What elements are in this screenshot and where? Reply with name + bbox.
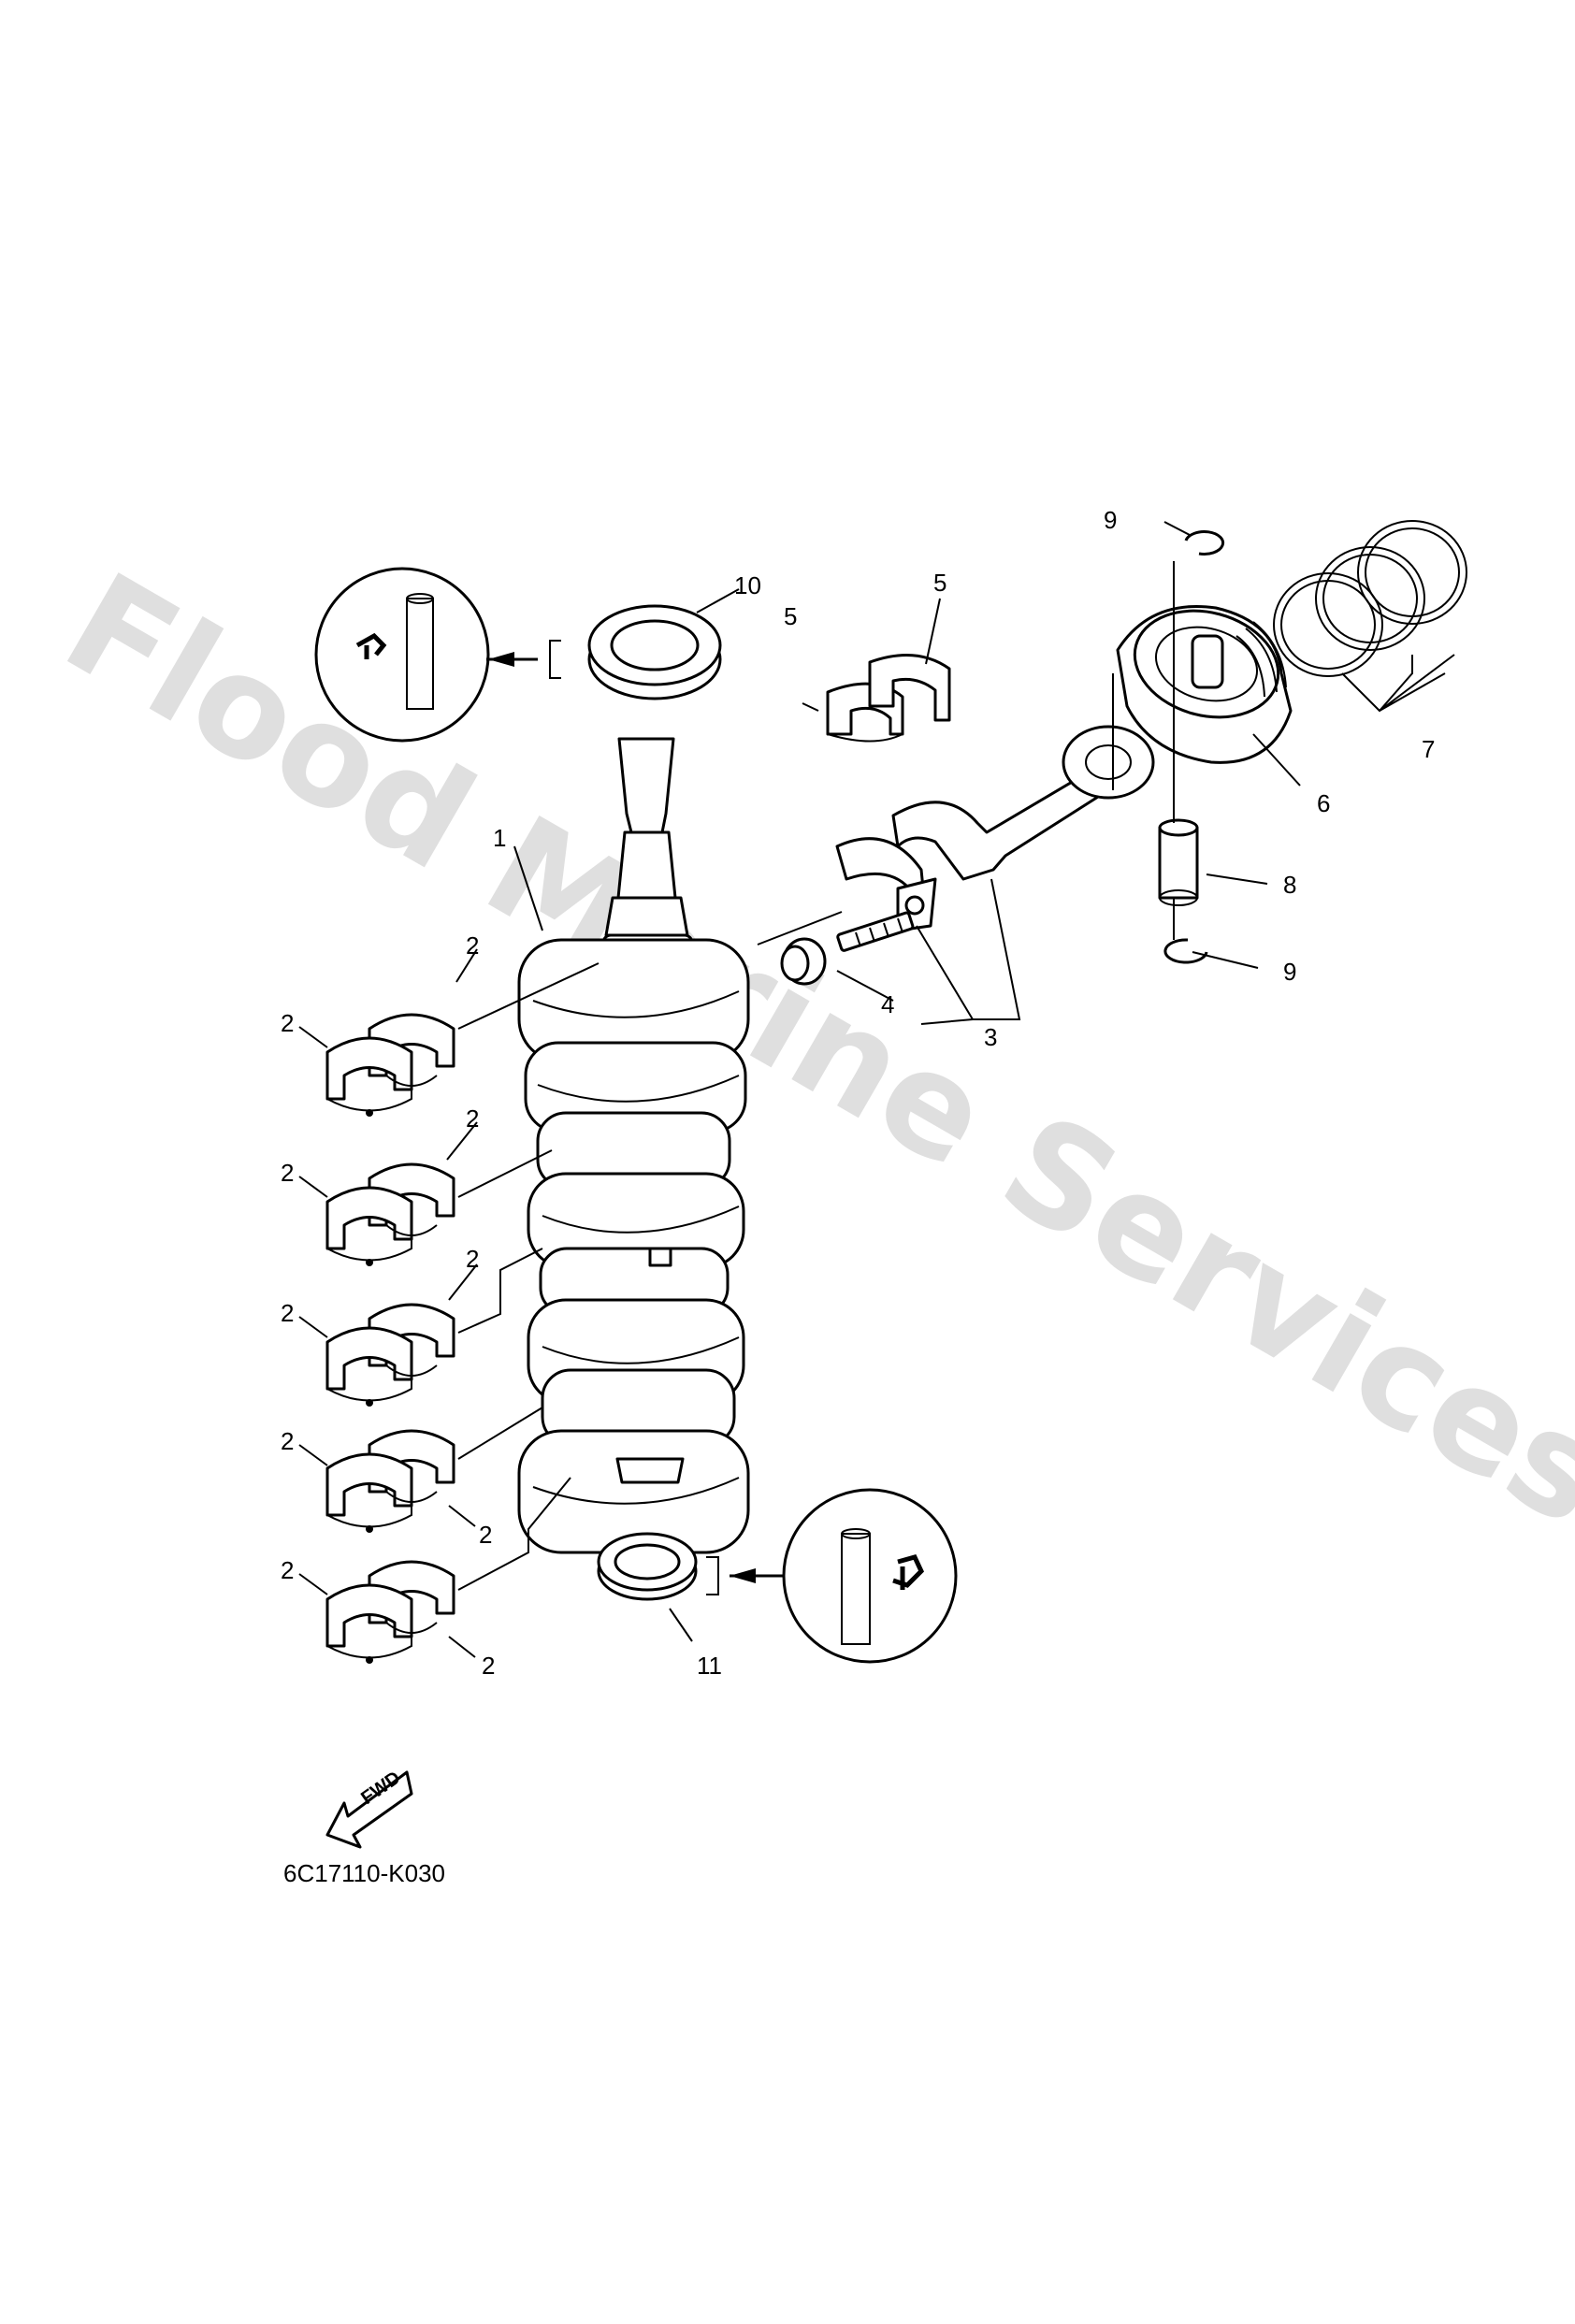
callout-6: 6 [1317,789,1330,817]
oil-seal-top-icon [587,604,722,700]
piston-pin-clip-bottom-icon [1163,938,1208,964]
detail-magnifier-bottom-icon [706,1488,958,1664]
callout-9-a: 9 [1104,506,1117,534]
callout-1: 1 [493,824,506,852]
watermark: Flood Marine Services [39,542,1575,1557]
piston-icon [1116,604,1293,764]
leader-lines [298,521,1455,1658]
callout-2-c: 2 [466,1104,479,1133]
fwd-arrow-icon: FWD [325,1768,413,1849]
callout-10: 10 [734,571,761,599]
main-bearing-icon-3 [325,1303,455,1408]
callout-3: 3 [984,1023,997,1051]
callout-9-b: 9 [1283,958,1296,986]
callout-2-g: 2 [281,1427,294,1455]
crankshaft-icon [517,737,750,1554]
callout-8: 8 [1283,871,1296,899]
main-bearing-icon-1 [325,1013,455,1119]
detail-magnifier-top-icon [314,567,561,743]
callout-2-i: 2 [281,1556,294,1584]
callout-7: 7 [1422,735,1435,763]
main-bearing-icon-2 [325,1162,455,1268]
piston-pin-clip-top-icon [1184,530,1225,556]
main-bearing-icon-4 [325,1429,455,1535]
callout-numbers: 1 2 2 2 2 2 2 2 2 2 2 3 4 5 5 6 7 8 9 9 … [281,506,1435,1680]
callout-5-a: 5 [784,602,797,630]
diagram-code: 6C17110-K030 [283,1859,445,1887]
callout-2-h: 2 [479,1521,492,1549]
piston-ring-set-icon [1273,520,1467,677]
con-rod-bearing-icon-2 [868,653,951,722]
callout-11: 11 [697,1652,722,1680]
callout-2-j: 2 [482,1652,495,1680]
callout-5-b: 5 [933,569,946,597]
connecting-rod-icon [835,725,1155,932]
callout-2-a: 2 [466,931,479,960]
callout-2-b: 2 [281,1009,294,1037]
callout-2-f: 2 [281,1299,294,1327]
callout-2-d: 2 [281,1159,294,1187]
oil-seal-bottom-icon [597,1532,698,1601]
callout-2-e: 2 [466,1245,479,1273]
con-rod-bolt-icon [780,911,915,986]
callout-4: 4 [881,990,894,1018]
main-bearing-icon-5 [325,1560,455,1666]
piston-pin-icon [1158,818,1199,906]
